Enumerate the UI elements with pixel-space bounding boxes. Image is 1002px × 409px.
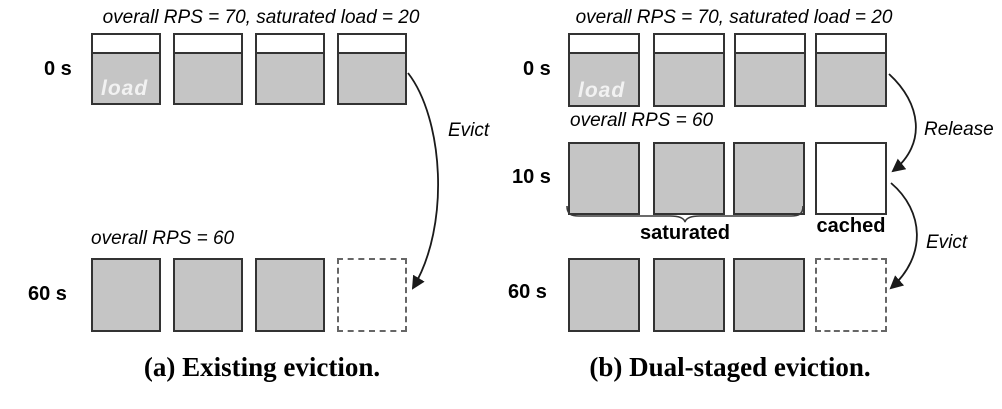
instance-headroom [93,35,159,52]
instance-load-fill [257,52,323,103]
instance-headroom [257,35,323,52]
instance-box-loaded [653,33,725,107]
panel-a-evict-label: Evict [448,120,490,141]
panel-b-caption: (b) Dual-staged eviction. [589,352,871,382]
instance-box-loaded: load [91,33,161,105]
instance-box-evicted-slot [815,258,887,332]
panel-b-rps60-header: overall RPS = 60 [570,110,714,131]
instance-load-fill: load [93,52,159,103]
panel-a-caption: (a) Existing eviction. [143,352,381,382]
instance-box-loaded [337,33,407,105]
panel-a-rps60-header: overall RPS = 60 [91,228,235,249]
instance-load-fill [655,52,723,105]
instance-box-saturated [568,142,640,215]
instance-box-saturated [91,258,161,332]
instance-load-fill [339,52,405,103]
panel-b-time-10s: 10 s [512,166,551,188]
evict-arrow-a [407,72,439,290]
instance-load-fill [175,52,241,103]
instance-box-loaded [255,33,325,105]
instance-load-fill [736,52,804,105]
instance-headroom [655,35,723,52]
panel-a-time-60s: 60 s [28,283,67,305]
instance-box-saturated [255,258,325,332]
instance-box-loaded [815,33,887,107]
instance-box-evicted-slot [337,258,407,332]
instance-box-saturated [173,258,243,332]
instance-box-saturated [653,258,725,332]
instance-box-loaded [173,33,243,105]
panel-b-time-0s: 0 s [523,58,551,80]
instance-box-loaded [734,33,806,107]
panel-b-evict-label: Evict [926,232,968,253]
instance-headroom [175,35,241,52]
panel-a-time-0s: 0 s [44,58,72,80]
instance-box-loaded: load [568,33,640,107]
panel-a-header: overall RPS = 70, saturated load = 20 [102,7,420,28]
instance-load-fill: load [570,52,638,105]
load-label: load [101,77,149,100]
instance-load-fill [817,52,885,105]
release-arrow-b [888,73,917,173]
instance-box-saturated [568,258,640,332]
instance-box-saturated [733,258,805,332]
load-label: load [578,79,626,102]
instance-box-cached [815,142,887,215]
cached-label: cached [816,215,886,237]
instance-box-saturated [733,142,805,215]
instance-headroom [339,35,405,52]
instance-headroom [817,35,885,52]
saturated-group-label: saturated [639,222,731,244]
instance-headroom [570,35,638,52]
panel-b-header: overall RPS = 70, saturated load = 20 [575,7,893,28]
instance-headroom [736,35,804,52]
panel-b-time-60s: 60 s [508,281,547,303]
panel-b-release-label: Release [924,119,994,140]
instance-box-saturated [653,142,725,215]
